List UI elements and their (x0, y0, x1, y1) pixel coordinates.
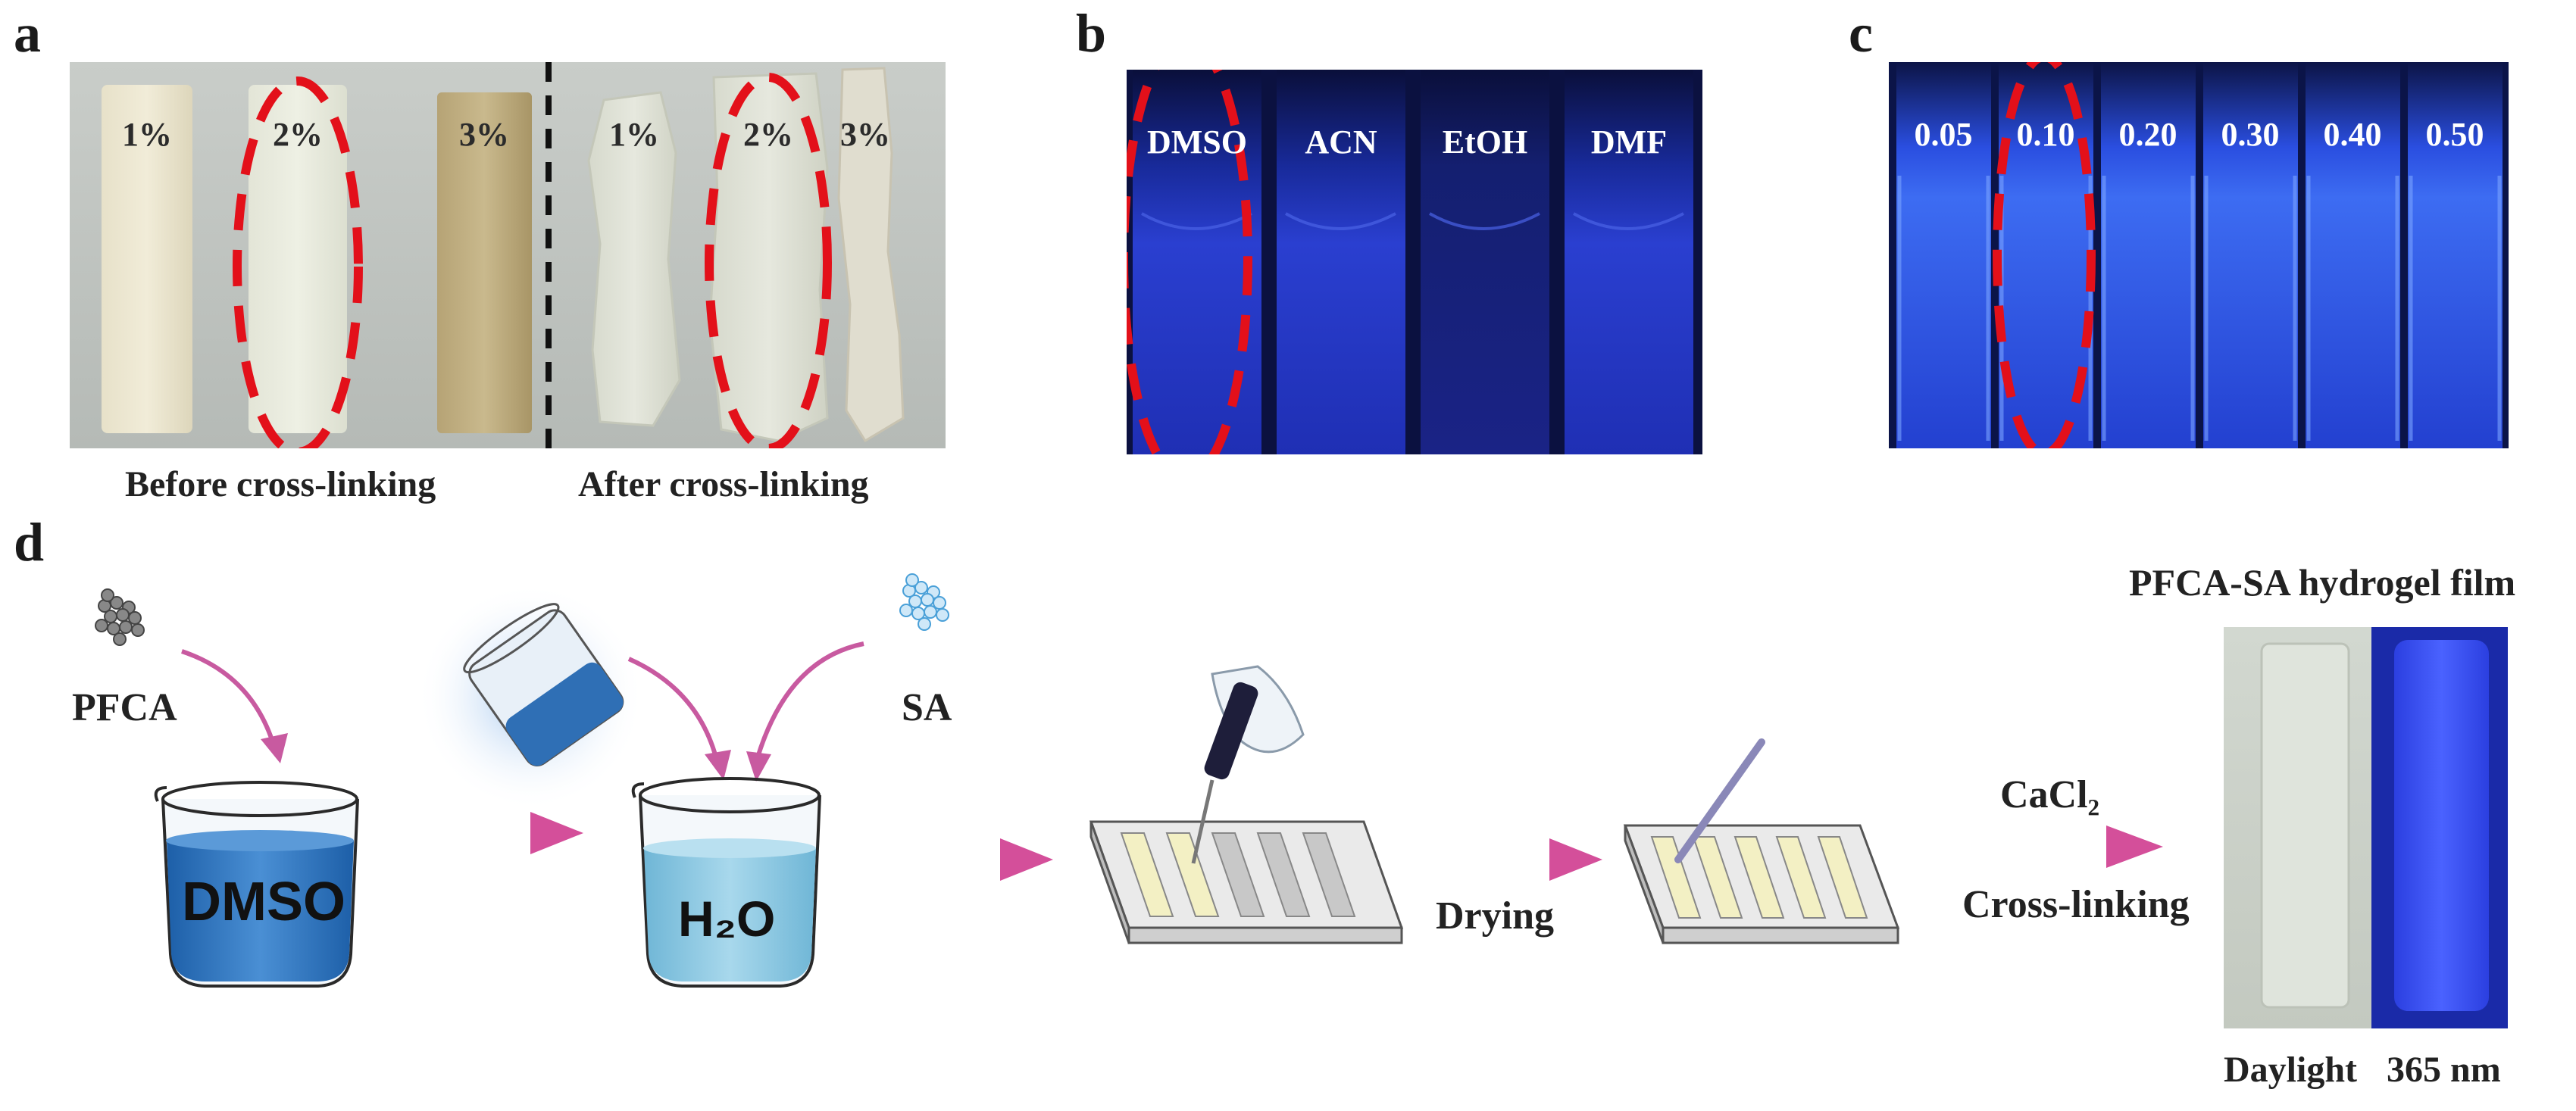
tweezer-icon (1674, 738, 1765, 863)
strip-before-2pct (249, 85, 347, 433)
crosslinking-label: Cross-linking (1962, 883, 2190, 926)
pfca-arrow (181, 649, 275, 743)
drying-arrowhead (1549, 838, 1602, 881)
panel-d-letter: d (14, 512, 45, 573)
mold-dried (1623, 824, 1900, 944)
cuvette-050 (2408, 62, 2503, 448)
beaker-h2o (631, 777, 821, 988)
conc-label-020: 0.20 (2118, 116, 2177, 153)
highlight-after-2pct (705, 73, 832, 448)
caption-before-crosslinking: Before cross-linking (125, 464, 436, 504)
cuvette-030 (2203, 62, 2298, 448)
strip-label-after-3: 3% (840, 116, 890, 153)
pipette-hand-icon (1191, 665, 1305, 864)
crosslink-arrowhead (2106, 825, 2163, 868)
conc-label-030: 0.30 (2221, 116, 2280, 153)
panel-d-scheme (95, 573, 2508, 1028)
cacl2-label: CaCl₂ (2000, 773, 2100, 816)
flow-arrowhead-1 (530, 812, 583, 854)
beaker-dmso-label: DMSO (182, 872, 345, 932)
film-title: PFCA-SA hydrogel film (2129, 561, 2516, 604)
film-daylight-strip (2260, 642, 2350, 1009)
pfca-particles (95, 588, 145, 646)
highlight-before-2pct (233, 76, 363, 448)
sa-arrow (755, 641, 864, 758)
strip-label-after-2: 2% (743, 116, 793, 153)
gel-after-1pct (587, 91, 681, 427)
flow-arrowhead-2 (1000, 838, 1053, 881)
panel-b-photo-svg (1127, 70, 1702, 454)
cuvette-005 (1896, 62, 1991, 448)
panel-a-letter: a (14, 3, 41, 64)
sa-particles (899, 573, 949, 631)
pfca-arrowhead (261, 733, 288, 763)
cuvette-b-highlights (1141, 212, 1684, 230)
panel-a-photo: 1% 2% 3% 1% 2% 3% (70, 62, 946, 448)
sa-label: SA (902, 686, 952, 729)
cuvette-020 (2101, 62, 2196, 448)
cuvette-etoh (1421, 70, 1549, 454)
pouring-beaker (463, 603, 624, 766)
strip-label-before-3: 3% (459, 116, 509, 153)
panel-c-photo: 0.05 0.10 0.20 0.30 0.40 0.50 (1889, 62, 2509, 448)
pour-arrow (627, 657, 718, 758)
caption-after-crosslinking: After cross-linking (578, 464, 869, 504)
panel-a-photo-svg (70, 62, 946, 448)
strip-before-1pct (102, 85, 192, 433)
cuvette-dmf (1565, 70, 1693, 454)
highlight-dmso (1127, 70, 1252, 454)
beaker-h2o-label: H₂O (678, 891, 776, 947)
cuvette-040 (2306, 62, 2400, 448)
gel-after-3pct (837, 67, 905, 443)
panel-c-photo-svg (1889, 62, 2509, 448)
highlight-010 (1993, 62, 2096, 448)
conc-label-010: 0.10 (2016, 116, 2075, 153)
conc-label-005: 0.05 (1914, 116, 1973, 153)
panel-c-letter: c (1849, 3, 1873, 64)
panel-b-photo: DMSO ACN EtOH DMF (1127, 70, 1702, 454)
pour-arrowhead (705, 750, 731, 780)
panel-c-background (1889, 62, 2509, 448)
panel-b-letter: b (1076, 3, 1107, 64)
solvent-label-etoh: EtOH (1442, 123, 1528, 161)
mold-casting (1089, 820, 1404, 944)
cuvette-acn (1277, 70, 1405, 454)
pfca-label: PFCA (72, 686, 177, 729)
conc-label-040: 0.40 (2323, 116, 2382, 153)
conc-label-050: 0.50 (2425, 116, 2484, 153)
solvent-label-dmf: DMF (1590, 123, 1668, 161)
beaker-dmso (154, 781, 359, 988)
strip-label-before-2: 2% (273, 116, 323, 153)
drying-label: Drying (1436, 894, 1554, 938)
sa-arrowhead (746, 751, 771, 782)
uv-365-label: 365 nm (2387, 1050, 2501, 1090)
strip-label-before-1: 1% (122, 116, 172, 153)
solvent-label-acn: ACN (1305, 123, 1377, 161)
daylight-label: Daylight (2224, 1050, 2358, 1090)
strip-label-after-1: 1% (609, 116, 659, 153)
strip-before-3pct (437, 92, 532, 433)
solvent-label-dmso: DMSO (1147, 123, 1247, 161)
film-uv-strip (2394, 640, 2489, 1011)
